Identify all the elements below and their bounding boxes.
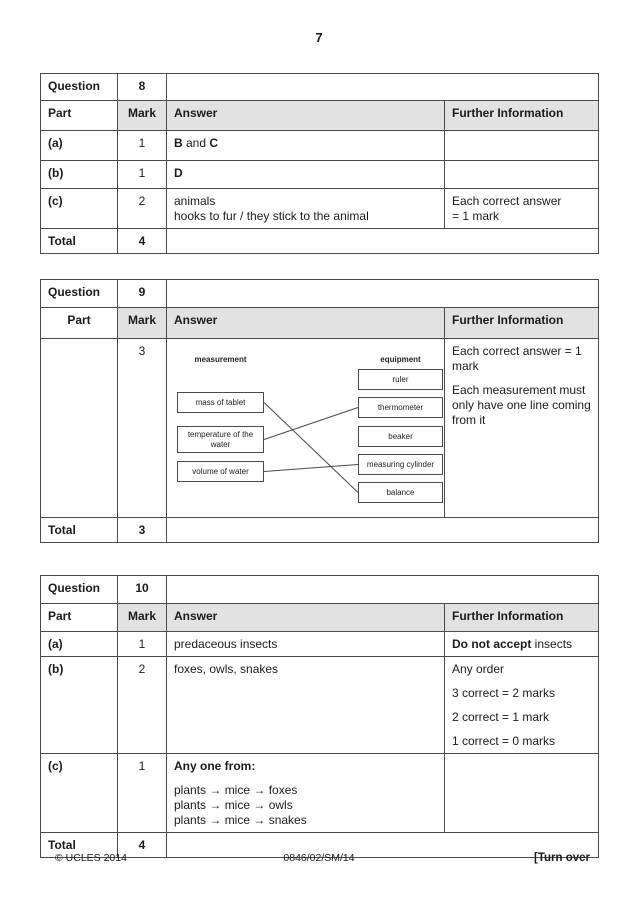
col-header-mark: Mark	[117, 100, 167, 131]
further-info-cell	[444, 130, 599, 161]
part-cell: (b)	[40, 160, 118, 189]
question-label: Question	[40, 73, 118, 101]
equipment-box-ruler: ruler	[358, 369, 443, 390]
question-label: Question	[40, 575, 118, 604]
col-header-part: Part	[40, 307, 118, 339]
question-number: 10	[117, 575, 167, 604]
further-info-cell	[444, 753, 599, 833]
answer-cell: predaceous insects	[166, 631, 445, 657]
table-row: (a) 1 B and C	[40, 130, 599, 161]
table-row: (c) 1 Any one from:plants → mice → foxes…	[40, 753, 599, 833]
header-row: Part Mark Answer Further Information	[40, 603, 599, 632]
measurement-column-header: measurement	[194, 355, 247, 364]
col-header-part: Part	[40, 100, 118, 131]
part-cell: (b)	[40, 656, 118, 754]
total-label: Total	[40, 517, 118, 543]
total-row: Total 4	[40, 832, 599, 858]
question-row-spacer	[166, 73, 599, 101]
part-cell: (a)	[40, 631, 118, 657]
total-label: Total	[40, 228, 118, 254]
measurement-box-volume-of-water: volume of water	[177, 461, 264, 482]
part-cell: (a)	[40, 130, 118, 161]
question-row: Question 8	[40, 73, 599, 101]
equipment-box-beaker: beaker	[358, 426, 443, 447]
equipment-box-balance: balance	[358, 482, 443, 503]
answer-cell: D	[166, 160, 445, 189]
header-row: Part Mark Answer Further Information	[40, 307, 599, 339]
table-row: 3 measurement equipment mass of tablet t…	[40, 338, 599, 518]
page-number: 7	[315, 30, 323, 45]
equipment-box-thermometer: thermometer	[358, 397, 443, 418]
measurement-box-temperature-of-water: temperature of the water	[177, 426, 264, 453]
answer-cell: B and C	[166, 130, 445, 161]
question-number: 8	[117, 73, 167, 101]
mark-cell: 2	[117, 656, 167, 754]
total-row: Total 4	[40, 228, 599, 254]
further-info-cell	[444, 160, 599, 189]
total-row-filler	[166, 228, 599, 254]
total-row-filler	[166, 832, 599, 858]
total-label: Total	[40, 832, 118, 858]
total-value: 4	[117, 228, 167, 254]
question-number: 9	[117, 279, 167, 308]
col-header-further-information: Further Information	[444, 307, 599, 339]
question-10-table: Question 10 Part Mark Answer Further Inf…	[40, 575, 599, 858]
mark-cell: 1	[117, 753, 167, 833]
equipment-column-header: equipment	[380, 355, 421, 364]
col-header-mark: Mark	[117, 307, 167, 339]
part-cell	[40, 338, 118, 518]
col-header-further-information: Further Information	[444, 100, 599, 131]
measurement-box-mass-of-tablet: mass of tablet	[177, 392, 264, 413]
answer-cell: measurement equipment mass of tablet tem…	[166, 338, 445, 518]
paper-code: 0846/02/SM/14	[283, 852, 355, 864]
part-cell: (c)	[40, 188, 118, 229]
col-header-part: Part	[40, 603, 118, 632]
question-label: Question	[40, 279, 118, 308]
col-header-answer: Answer	[166, 100, 445, 131]
total-row: Total 3	[40, 517, 599, 543]
mark-cell: 2	[117, 188, 167, 229]
copyright-text: © UCLES 2014	[55, 852, 127, 864]
question-9-table: Question 9 Part Mark Answer Further Info…	[40, 279, 599, 543]
table-row: (b) 1 D	[40, 160, 599, 189]
total-value: 3	[117, 517, 167, 543]
total-value: 4	[117, 832, 167, 858]
mark-cell: 1	[117, 130, 167, 161]
turn-over-label: [Turn over	[533, 852, 590, 864]
part-cell: (c)	[40, 753, 118, 833]
further-info-cell: Do not accept insects	[444, 631, 599, 657]
answer-cell: foxes, owls, snakes	[166, 656, 445, 754]
mark-cell: 3	[117, 338, 167, 518]
mark-cell: 1	[117, 631, 167, 657]
header-row: Part Mark Answer Further Information	[40, 100, 599, 131]
question-row-spacer	[166, 575, 599, 604]
col-header-further-information: Further Information	[444, 603, 599, 632]
matching-diagram: measurement equipment mass of tablet tem…	[174, 344, 443, 513]
col-header-answer: Answer	[166, 307, 445, 339]
mark-cell: 1	[117, 160, 167, 189]
question-row-spacer	[166, 279, 599, 308]
col-header-mark: Mark	[117, 603, 167, 632]
question-row: Question 9	[40, 279, 599, 308]
equipment-box-measuring-cylinder: measuring cylinder	[358, 454, 443, 475]
question-8-table: Question 8 Part Mark Answer Further Info…	[40, 73, 599, 254]
total-row-filler	[166, 517, 599, 543]
page-footer: © UCLES 2014 0846/02/SM/14 [Turn over	[0, 852, 638, 868]
question-row: Question 10	[40, 575, 599, 604]
further-info-cell: Each correct answer= 1 mark	[444, 188, 599, 229]
table-row: (a) 1 predaceous insects Do not accept i…	[40, 631, 599, 657]
col-header-answer: Answer	[166, 603, 445, 632]
